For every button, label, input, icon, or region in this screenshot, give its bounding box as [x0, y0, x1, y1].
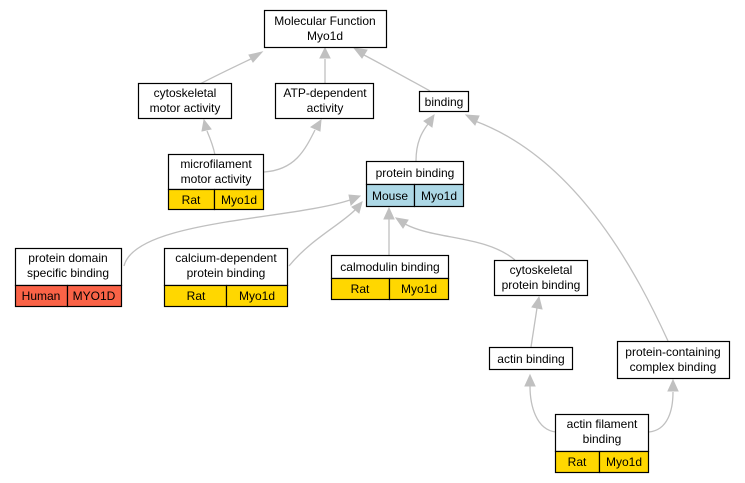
gene-cell	[213, 188, 265, 211]
edge-protein-domain-to-protein-binding	[123, 199, 351, 267]
node-label-line: actin filament	[567, 417, 638, 431]
node-label-line: protein binding	[187, 266, 266, 280]
node-actin-filament-binding[interactable]: actin filament binding Rat Myo1d	[554, 413, 650, 474]
node-label-line: complex binding	[630, 360, 717, 374]
node-label-line: ATP-dependent	[283, 86, 367, 100]
arrowhead-icon	[319, 46, 331, 59]
node-label-line: protein domain	[28, 251, 107, 265]
node-cytoskeletal-protein-binding[interactable]: cytoskeletal protein binding	[493, 259, 589, 297]
node-label-line: motor activity	[181, 172, 252, 186]
edge-actin-filament-to-actin-binding	[529, 385, 557, 433]
species-label: Rat	[187, 289, 206, 303]
node-microfilament-motor-activity[interactable]: microfilament motor activity Rat Myo1d	[167, 153, 265, 211]
edge-microfilament-to-cytoskeletal-motor	[206, 130, 216, 156]
arrowhead-icon	[423, 114, 435, 128]
node-label-line: protein binding	[376, 166, 455, 180]
gene-cell	[225, 284, 289, 308]
gene-cell	[598, 450, 650, 474]
arrowhead-icon	[667, 378, 679, 392]
gene-cell	[388, 277, 450, 301]
arrowhead-icon	[394, 217, 409, 229]
node-protein-binding[interactable]: protein binding Mouse Myo1d	[365, 160, 465, 208]
node-calmodulin-binding[interactable]: calmodulin binding Rat Myo1d	[330, 254, 450, 301]
node-binding[interactable]: binding	[418, 90, 470, 113]
node-label-line: cytoskeletal	[510, 263, 573, 277]
node-label-line: motor activity	[150, 101, 221, 115]
arrowhead-icon	[248, 51, 264, 63]
node-label-line: Molecular Function	[274, 14, 375, 28]
edge-binding-to-molecular-function	[363, 54, 431, 92]
edge-cytoskeletal-protein-to-protein-binding	[404, 223, 516, 261]
edge-calcium-dependent-to-protein-binding	[288, 209, 356, 267]
arrowhead-icon	[531, 295, 543, 310]
species-label: Mouse	[372, 189, 408, 203]
node-protein-domain-specific-binding[interactable]: protein domain specific binding Human MY…	[14, 247, 123, 308]
edge-actin-filament-to-protein-containing-complex	[648, 391, 674, 433]
node-cytoskeletal-motor-activity[interactable]: cytoskeletal motor activity	[137, 82, 233, 120]
node-atp-dependent-activity[interactable]: ATP-dependent activity	[274, 82, 375, 120]
gene-cell	[66, 284, 123, 308]
node-molecular-function[interactable]: Molecular Function Myo1d	[263, 9, 388, 49]
arrowhead-icon	[383, 206, 395, 220]
gene-label: Myo1d	[221, 193, 257, 207]
node-label-line: Myo1d	[307, 29, 343, 43]
edge-cytoskeletal-motor-to-molecular-function	[199, 56, 256, 85]
edge-protein-containing-complex-to-binding	[474, 120, 669, 342]
species-label: Rat	[351, 282, 370, 296]
node-label-line: calmodulin binding	[340, 260, 439, 274]
species-label: Rat	[568, 455, 587, 469]
arrowhead-icon	[309, 118, 322, 132]
node-calcium-dependent-protein-binding[interactable]: calcium-dependent protein binding Rat My…	[163, 247, 289, 308]
gene-cell	[413, 183, 465, 208]
gene-label: Myo1d	[239, 289, 275, 303]
edge-actin-binding-to-cytoskeletal-protein	[530, 307, 538, 348]
node-label-line: protein-containing	[625, 345, 720, 359]
arrowhead-icon	[201, 118, 212, 132]
arrowhead-icon	[464, 114, 480, 126]
node-actin-binding[interactable]: actin binding	[488, 346, 574, 371]
node-label-line: actin binding	[497, 352, 564, 366]
gene-label: Myo1d	[401, 282, 437, 296]
node-label-line: binding	[425, 95, 464, 109]
node-label-line: calcium-dependent	[175, 251, 277, 265]
node-label-line: activity	[307, 101, 344, 115]
node-label-line: protein binding	[502, 278, 581, 292]
gene-label: Myo1d	[606, 455, 642, 469]
node-protein-containing-complex-binding[interactable]: protein-containing complex binding	[616, 340, 731, 380]
species-label: Rat	[182, 193, 201, 207]
node-label-line: binding	[583, 432, 622, 446]
edge-protein-binding-to-binding	[415, 123, 429, 162]
arrowhead-icon	[351, 201, 363, 214]
edges	[123, 46, 679, 433]
edge-microfilament-to-atp-dependent	[263, 129, 316, 173]
arrowhead-icon	[348, 194, 362, 207]
node-label-line: cytoskeletal	[154, 86, 217, 100]
node-label-line: specific binding	[27, 266, 109, 280]
species-label: Human	[22, 289, 61, 303]
gene-label: Myo1d	[421, 189, 457, 203]
gene-label: MYO1D	[73, 289, 116, 303]
arrowhead-icon	[524, 373, 536, 387]
arrowhead-icon	[352, 47, 368, 59]
node-label-line: microfilament	[180, 157, 252, 171]
